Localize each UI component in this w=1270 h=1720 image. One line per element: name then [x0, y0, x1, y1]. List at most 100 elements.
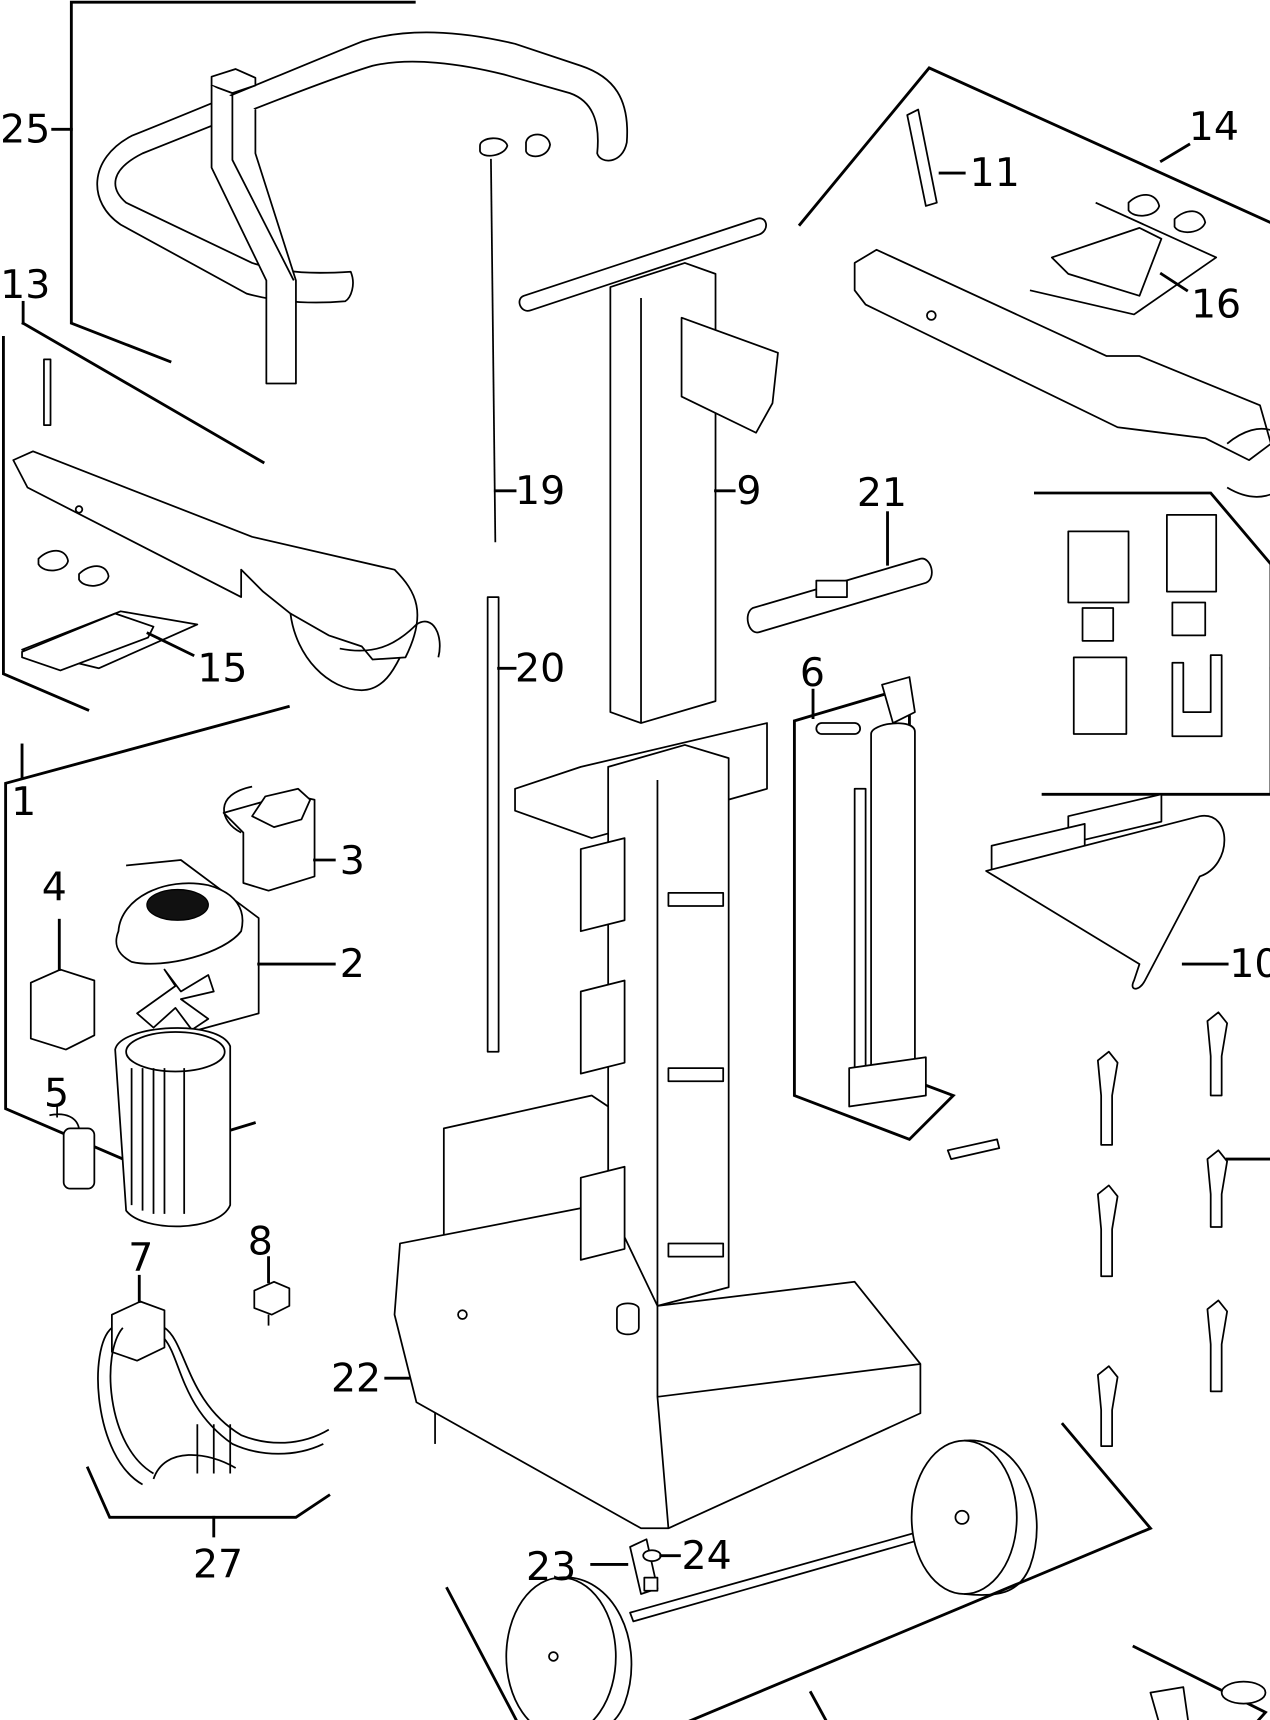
- callout-24: 24: [682, 1533, 732, 1579]
- group-13-bracket-line: [1, 321, 266, 712]
- group-25-handle-frame: [51, 0, 629, 385]
- motor-fins: [130, 1068, 186, 1214]
- rod-19-nut: [525, 133, 551, 158]
- callout-1: 1: [11, 779, 36, 825]
- callout-10: 10: [1229, 941, 1270, 987]
- switch-box-cable: [223, 785, 253, 834]
- callout-22: 22: [331, 1355, 381, 1401]
- clamp-3: [1096, 1184, 1119, 1278]
- wheel-left: [505, 1576, 617, 1720]
- base-frame: [393, 722, 922, 1530]
- part-10-table: [985, 793, 1229, 990]
- pin-11: [906, 108, 938, 207]
- cylinder-pin: [815, 722, 862, 735]
- left-arm-hook: [289, 613, 441, 692]
- handle-tube: [96, 31, 629, 304]
- callout-16: 16: [1191, 282, 1241, 328]
- callout-5: 5: [44, 1070, 69, 1116]
- sleeve-bracket-1: [579, 837, 626, 933]
- cylinder-clevis: [881, 676, 916, 724]
- callout-13: 13: [0, 262, 50, 308]
- callout-27: 27: [193, 1542, 243, 1588]
- group-26-gaskets: [1132, 1644, 1268, 1720]
- base-edges: [656, 1305, 921, 1529]
- gasket-square: [1149, 1686, 1189, 1720]
- group-6-cylinder: [792, 676, 1001, 1160]
- clamp-5: [1096, 1365, 1119, 1447]
- callout-25: 25: [0, 106, 50, 152]
- callout-7: 7: [128, 1235, 153, 1281]
- fan-cover-grille: [146, 888, 209, 921]
- callout-14-leader: [1159, 142, 1191, 163]
- sleeve-strap-2: [667, 1067, 725, 1083]
- jaw-4: [1171, 654, 1223, 738]
- jaw-2: [1166, 514, 1218, 593]
- group-1-motor: [4, 704, 336, 1228]
- left-guard-plate: [21, 612, 155, 672]
- column-wedge: [680, 316, 779, 434]
- callout-19: 19: [515, 468, 565, 514]
- left-arm-body: [12, 450, 419, 661]
- sleeve-bracket-3: [579, 1165, 626, 1261]
- cylinder-rod: [853, 787, 867, 1080]
- fan-impeller: [136, 968, 215, 1031]
- cylinder-bolt: [946, 1138, 1001, 1160]
- clamp-4: [1206, 1149, 1229, 1228]
- gasket-ring: [1220, 1680, 1267, 1705]
- left-knob-2: [78, 565, 110, 587]
- control-valve: [253, 1280, 291, 1316]
- washer-24: [642, 1549, 662, 1563]
- base-column-sleeve: [607, 744, 730, 1307]
- base-plug: [616, 1302, 640, 1336]
- group-13-left-arm: [1, 300, 441, 712]
- motor-housing: [114, 1027, 232, 1228]
- callout-23: 23: [526, 1544, 576, 1590]
- callout-4: 4: [42, 865, 67, 911]
- callout-11: 11: [970, 150, 1020, 196]
- sleeve-bracket-2: [579, 979, 626, 1075]
- callout-6: 6: [800, 650, 825, 696]
- group-14-bracket-line: [797, 66, 1270, 227]
- group-15-left-guard-plate: [21, 549, 199, 672]
- callout-15-leader: [146, 631, 195, 658]
- callout-8: 8: [248, 1218, 273, 1264]
- capacitor-wire: [49, 1106, 80, 1129]
- terminal-box: [29, 968, 96, 1051]
- table-plate: [985, 815, 1226, 990]
- jaw-1: [1067, 530, 1130, 604]
- base-hole: [457, 1309, 468, 1320]
- callout-9: 9: [736, 468, 761, 514]
- rod-19-knob: [479, 137, 509, 157]
- switch-box-top: [251, 787, 312, 829]
- wheel-right-hub: [954, 1509, 970, 1525]
- rod-20: [486, 596, 500, 1053]
- wheel-left-hub: [548, 1651, 559, 1662]
- right-knob-1: [1127, 193, 1161, 217]
- group-12-bracket-line: [1033, 491, 1270, 796]
- callout-14: 14: [1189, 104, 1239, 150]
- capacitor: [62, 1127, 96, 1190]
- callout-3: 3: [340, 838, 365, 884]
- jaw-1-clip: [1081, 607, 1115, 642]
- sleeve-strap-3: [667, 1242, 725, 1258]
- part-9-column: [518, 217, 779, 724]
- jaw-3: [1072, 656, 1128, 735]
- right-knob-2: [1173, 210, 1207, 234]
- left-knob-1: [37, 549, 69, 572]
- clamp-1: [1096, 1050, 1119, 1146]
- rod-19: [490, 158, 497, 543]
- wheel-left-rim: [558, 1576, 633, 1720]
- column-crossbar: [518, 217, 767, 312]
- jaw-2-clip: [1171, 601, 1207, 637]
- bracket-plate-block: [815, 579, 848, 598]
- rods-19-20: [479, 133, 551, 1053]
- callout-20: 20: [515, 645, 565, 691]
- sleeve-strap-1: [667, 891, 725, 907]
- handle-upright: [210, 85, 297, 385]
- clamp-2: [1206, 1011, 1229, 1097]
- pin-left: [43, 358, 52, 426]
- bolt-24: [643, 1576, 659, 1592]
- right-arm-hook: [1226, 428, 1270, 498]
